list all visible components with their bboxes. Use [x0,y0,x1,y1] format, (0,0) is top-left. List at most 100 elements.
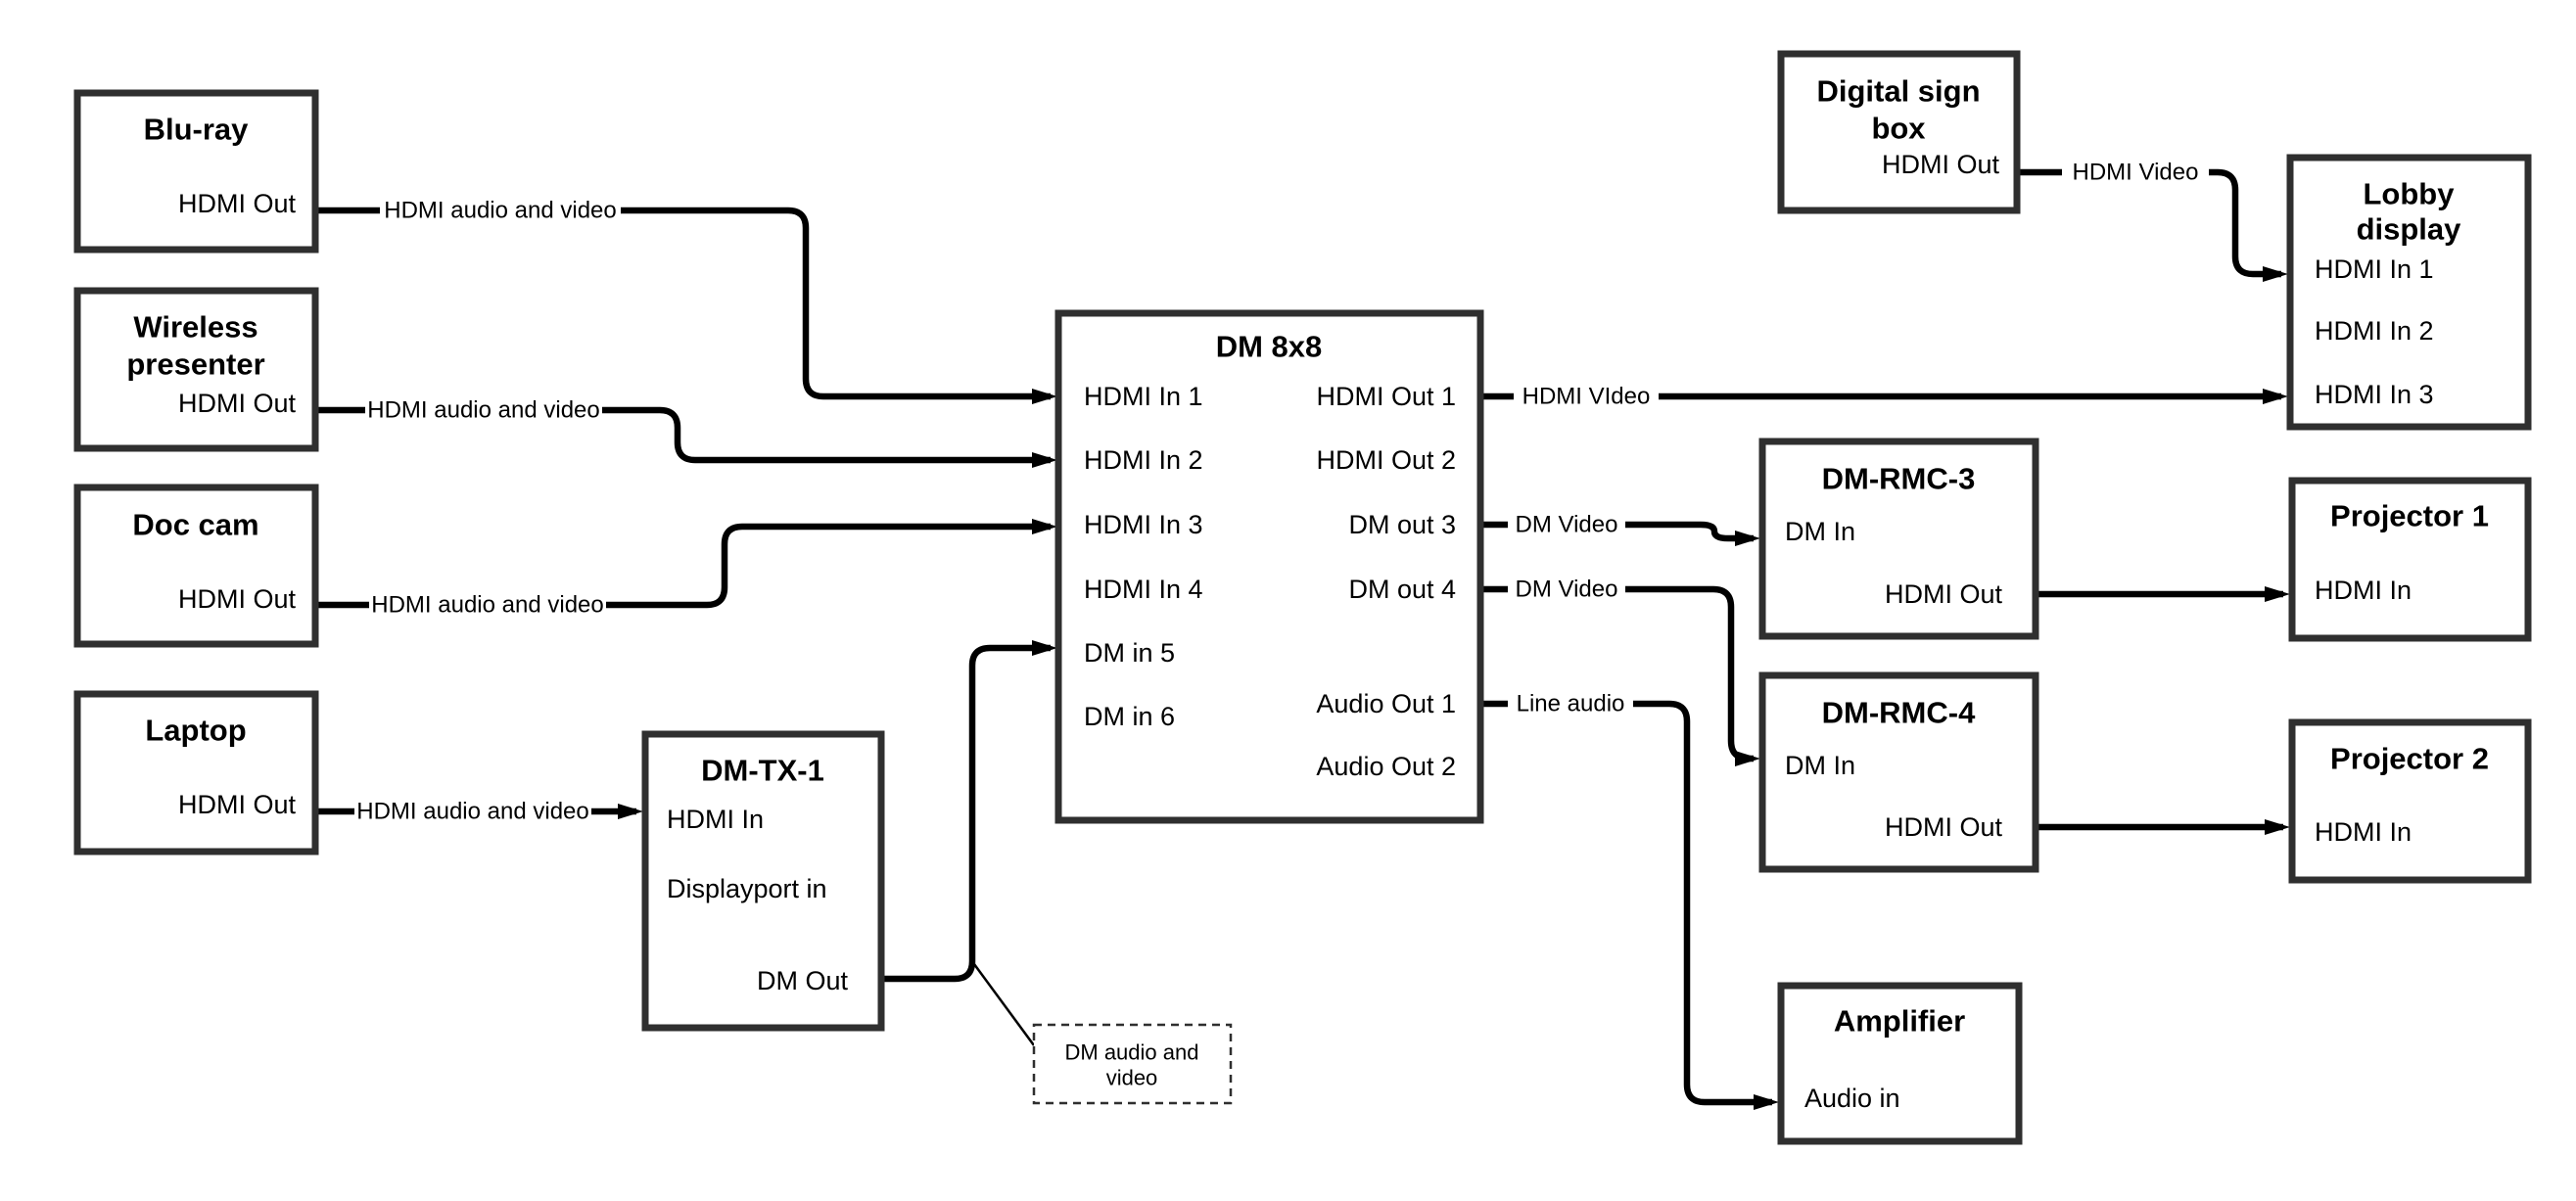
edge-label-bg [1508,511,1625,538]
node-dm8x8-port-audio-out-1: Audio Out 1 [1316,689,1456,718]
node-rmc3-port-dm-in: DM In [1785,517,1855,546]
node-doc-cam: Doc cam HDMI Out [73,484,319,648]
edge-label-bg [380,197,621,224]
note-text-line1: DM audio and [1065,1040,1199,1065]
node-rmc3-port-hdmi-out: HDMI Out [1885,579,2003,609]
note-dm-audio-video: DM audio and video [1032,1023,1233,1105]
node-dm8x8-port-hdmi-out-1: HDMI Out 1 [1316,382,1456,411]
node-projector2-port-hdmi-in: HDMI In [2315,817,2412,847]
edge-label-dm-video-4: DM Video [1516,577,1618,603]
node-amplifier-port-audio-in: Audio in [1804,1084,1900,1113]
node-wireless-box [73,287,319,452]
node-laptop-title: Laptop [145,714,246,748]
node-bluray: Blu-ray HDMI Out [73,89,319,254]
node-dmtx1-title: DM-TX-1 [701,754,824,788]
node-lobby-box [2286,154,2532,431]
node-laptop-port-hdmi-out: HDMI Out [178,790,297,819]
edge-label-sign-hdmi-video: HDMI Video [2073,160,2199,186]
edge-label-line-audio: Line audio [1517,691,1625,717]
node-dm8x8-port-hdmi-in-1: HDMI In 1 [1084,382,1203,411]
node-lobby-display: Lobby display HDMI In 1 HDMI In 2 HDMI I… [2286,154,2532,431]
note-box [1032,1023,1233,1105]
node-doccam-port-hdmi-out: HDMI Out [178,584,297,614]
node-dm8x8-port-hdmi-in-3: HDMI In 3 [1084,510,1203,539]
edge-dm8x8-out4-to-rmc4 [1480,585,1760,766]
edge-label-wireless-av: HDMI audio and video [367,397,599,424]
node-wireless-presenter: Wireless presenter HDMI Out [73,287,319,452]
edge-label-laptop-av: HDMI audio and video [356,799,588,825]
node-bluray-box [73,89,319,254]
node-digitalsign-box [1777,50,2021,214]
edge-doccam-to-dm8x8-in3 [315,519,1057,609]
node-dm8x8-port-dm-in-5: DM in 5 [1084,638,1175,668]
node-projector2-title: Projector 2 [2330,742,2489,776]
node-dm-tx-1: DM-TX-1 HDMI In Displayport in DM Out [641,730,885,1032]
node-dmtx1-box [641,730,885,1032]
edge-label-bg [365,396,602,424]
edge-bluray-to-dm8x8-in1 [315,207,1057,404]
node-bluray-port-hdmi-out: HDMI Out [178,189,297,218]
node-dm8x8-port-dm-out-3: DM out 3 [1348,510,1456,539]
node-digital-sign-box: Digital sign box HDMI Out [1777,50,2021,214]
node-rmc4-box [1758,671,2039,873]
node-doccam-title: Doc cam [132,508,258,542]
edge-label-dm-video-3: DM Video [1516,512,1618,538]
edge-wireless-to-dm8x8-in2 [315,406,1057,468]
edge-dm8x8-audio1-to-amplifier [1480,700,1779,1110]
node-dm8x8-port-dm-out-4: DM out 4 [1348,575,1456,604]
node-dm8x8-port-audio-out-2: Audio Out 2 [1316,752,1456,781]
edge-label-doccam-av: HDMI audio and video [371,592,603,619]
node-dmtx1-port-dm-out: DM Out [757,966,849,995]
node-dmtx1-port-displayport-in: Displayport in [667,874,827,903]
node-amplifier-box [1777,982,2023,1145]
node-bluray-title: Blu-ray [144,113,250,147]
edge-label-bg [369,591,606,619]
node-rmc4-port-dm-in: DM In [1785,751,1855,780]
node-rmc3-box [1758,438,2039,640]
node-projector-1: Projector 1 HDMI In [2288,477,2532,642]
node-wireless-title-line1: Wireless [133,310,258,345]
node-lobby-port-hdmi-in-3: HDMI In 3 [2315,380,2434,409]
edge-label-hdmi-video-out1: HDMI VIdeo [1522,384,1651,410]
node-digitalsign-port-hdmi-out: HDMI Out [1882,150,2000,179]
node-doccam-box [73,484,319,648]
node-amplifier: Amplifier Audio in [1777,982,2023,1145]
node-lobby-title-line1: Lobby [2364,177,2456,211]
node-dm8x8-port-hdmi-in-2: HDMI In 2 [1084,445,1203,475]
node-laptop-box [73,690,319,855]
edge-dm8x8-out3-to-rmc3 [1480,521,1760,546]
edge-label-bg [1508,576,1625,603]
node-dm-8x8: DM 8x8 HDMI In 1 HDMI In 2 HDMI In 3 HDM… [1054,309,1484,824]
node-dm8x8-port-dm-in-6: DM in 6 [1084,702,1175,731]
edge-label-bg [1514,383,1659,410]
edge-dmtx1-to-dm8x8-in5 [881,640,1057,983]
node-projector1-box [2288,477,2532,642]
node-lobby-port-hdmi-in-1: HDMI In 1 [2315,254,2434,284]
node-digitalsign-title-line1: Digital sign [1816,74,1980,109]
node-dm-rmc-3: DM-RMC-3 DM In HDMI Out [1758,438,2039,640]
node-laptop: Laptop HDMI Out [73,690,319,855]
edge-label-bg [2062,159,2209,186]
node-rmc4-port-hdmi-out: HDMI Out [1885,812,2003,842]
node-projector2-box [2288,718,2532,884]
node-projector-2: Projector 2 HDMI In [2288,718,2532,884]
node-dm8x8-port-hdmi-in-4: HDMI In 4 [1084,575,1203,604]
node-dmtx1-port-hdmi-in: HDMI In [667,805,764,834]
node-dm8x8-port-hdmi-out-2: HDMI Out 2 [1316,445,1456,475]
node-rmc3-title: DM-RMC-3 [1822,462,1976,496]
node-amplifier-title: Amplifier [1834,1004,1965,1039]
node-projector1-port-hdmi-in: HDMI In [2315,576,2412,605]
node-rmc4-title: DM-RMC-4 [1822,696,1976,730]
node-projector1-title: Projector 1 [2330,499,2489,533]
edge-label-bluray-av: HDMI audio and video [384,198,616,224]
node-wireless-port-hdmi-out: HDMI Out [178,389,297,418]
node-lobby-title-line2: display [2357,212,2462,247]
edge-digitalsign-to-lobby-in1 [2017,168,2288,282]
node-dm8x8-title: DM 8x8 [1216,330,1323,364]
node-lobby-port-hdmi-in-2: HDMI In 2 [2315,316,2434,346]
note-text-line2: video [1106,1066,1158,1090]
edge-label-bg [354,798,591,825]
node-dm8x8-box [1054,309,1484,824]
